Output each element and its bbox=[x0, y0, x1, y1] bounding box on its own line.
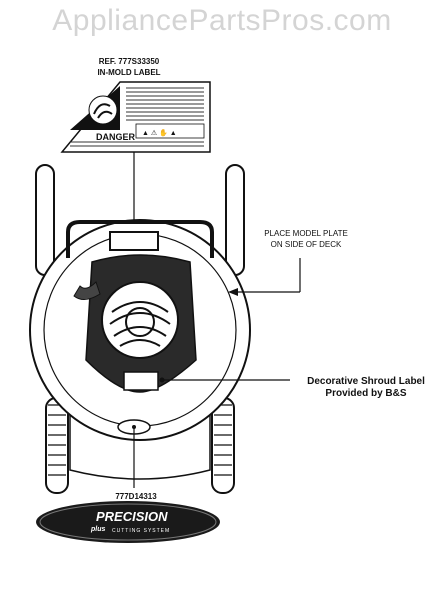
watermark-text: AppliancePartsPros.com bbox=[52, 4, 392, 37]
logo-brand: PRECISION bbox=[96, 509, 168, 524]
danger-label-graphic: ▲ ⚠ ✋ ▲ DANGER bbox=[60, 81, 211, 153]
danger-word: DANGER bbox=[96, 132, 136, 142]
svg-text:▲ ⚠ ✋ ▲: ▲ ⚠ ✋ ▲ bbox=[142, 128, 177, 137]
label-placement-area bbox=[109, 231, 159, 251]
precision-plus-logo: PRECISION plus CUTTING SYSTEM bbox=[36, 501, 220, 543]
model-plate-label-line2: ON SIDE OF DECK bbox=[270, 240, 342, 249]
logo-tagline: CUTTING SYSTEM bbox=[112, 528, 170, 534]
decorative-shroud-label-area bbox=[123, 371, 159, 391]
ref-description-label: IN-MOLD LABEL bbox=[97, 68, 161, 77]
decorative-label-line2: Provided by B&S bbox=[325, 388, 407, 399]
ref-number-label: REF. 777S33350 bbox=[98, 57, 160, 66]
part-number-label: 777D14313 bbox=[115, 492, 157, 501]
model-plate-label-line1: PLACE MODEL PLATE bbox=[264, 229, 348, 238]
logo-sub: plus bbox=[90, 526, 105, 533]
decorative-label-line1: Decorative Shroud Label bbox=[307, 376, 425, 387]
air-filter bbox=[101, 281, 179, 359]
